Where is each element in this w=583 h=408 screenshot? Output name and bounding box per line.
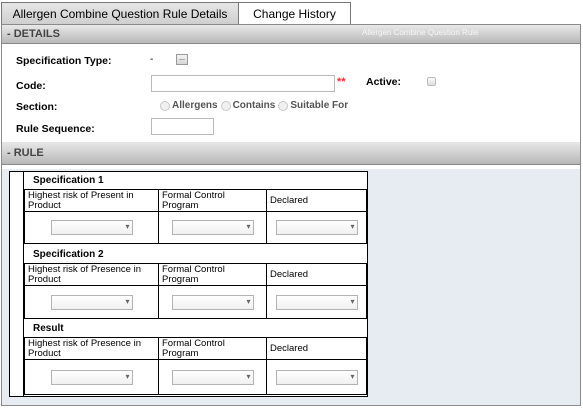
specification-2-table: Highest risk of Presence in Product Form… xyxy=(24,263,367,319)
rule-grid-gutter xyxy=(10,172,24,396)
result-control-select[interactable] xyxy=(171,369,254,385)
spec1-declared-select[interactable] xyxy=(275,220,358,235)
result-declared-select[interactable] xyxy=(275,369,358,385)
rule-header-label: - RULE xyxy=(7,147,44,159)
section-option-contains-label: Contains xyxy=(232,100,276,111)
spec2-declared-cell xyxy=(266,285,367,319)
spec2-col-risk-header: Highest risk of Presence in Product xyxy=(24,263,159,286)
spec2-col-control-header: Formal Control Program xyxy=(158,263,267,286)
spec1-col-risk-header: Highest risk of Present in Product xyxy=(24,189,159,212)
spec1-col-declared-header: Declared xyxy=(266,189,367,212)
spec2-control-select[interactable] xyxy=(171,294,254,310)
section-option-suitable-for-label: Suitable For xyxy=(290,100,349,111)
specification-2-title: Specification 2 xyxy=(33,249,104,260)
rule-sequence-input[interactable] xyxy=(151,118,214,135)
spec1-risk-select[interactable] xyxy=(50,220,133,235)
code-input[interactable] xyxy=(151,75,335,92)
result-title: Result xyxy=(33,323,64,334)
spec2-declared-select[interactable] xyxy=(275,294,358,310)
rule-sequence-label: Rule Sequence: xyxy=(16,123,95,135)
spec2-col-declared-header: Declared xyxy=(266,263,367,286)
result-risk-select[interactable] xyxy=(50,369,133,385)
active-label: Active: xyxy=(366,76,402,88)
section-label: Section: xyxy=(16,101,58,113)
spec1-declared-cell xyxy=(266,211,367,244)
specification-1-title: Specification 1 xyxy=(33,175,104,186)
spec1-col-control-header: Formal Control Program xyxy=(158,189,267,212)
spec2-risk-cell xyxy=(24,285,159,319)
rule-grid-container: Specification 1 Highest risk of Present … xyxy=(9,171,368,397)
result-declared-cell xyxy=(266,359,367,395)
specification-type-value: - xyxy=(150,54,154,65)
section-radio-contains[interactable] xyxy=(220,100,231,111)
spec2-risk-select[interactable] xyxy=(50,294,133,310)
details-section-header[interactable]: - DETAILS Allergen Combine Question Rule xyxy=(2,25,580,44)
spec1-control-select[interactable] xyxy=(171,220,254,235)
specification-1-table: Highest risk of Present in Product Forma… xyxy=(24,189,367,244)
tab-change-history[interactable]: Change History xyxy=(238,2,351,24)
rule-panel: Specification 1 Highest risk of Present … xyxy=(2,169,580,405)
spec2-control-cell xyxy=(158,285,267,319)
form-frame: - DETAILS Allergen Combine Question Rule… xyxy=(1,24,581,406)
result-col-control-header: Formal Control Program xyxy=(158,337,267,360)
details-header-label: - DETAILS xyxy=(7,28,60,40)
code-label: Code: xyxy=(16,80,46,92)
result-col-declared-header: Declared xyxy=(266,337,367,360)
specification-type-picker-button[interactable]: ... xyxy=(176,54,188,65)
result-control-cell xyxy=(158,359,267,395)
spec1-control-cell xyxy=(158,211,267,244)
section-radio-allergens[interactable] xyxy=(160,100,170,111)
spec1-risk-cell xyxy=(24,211,159,244)
section-option-allergens-label: Allergens xyxy=(172,100,218,111)
code-required-indicator: ** xyxy=(337,76,346,88)
result-table: Highest risk of Presence in Product Form… xyxy=(24,337,367,395)
specification-type-label: Specification Type: xyxy=(16,55,112,67)
result-col-risk-header: Highest risk of Presence in Product xyxy=(24,337,159,360)
tab-strip: Allergen Combine Question Rule Details C… xyxy=(1,2,351,24)
section-radio-suitable-for[interactable] xyxy=(278,100,289,111)
tab-rule-details[interactable]: Allergen Combine Question Rule Details xyxy=(1,2,239,24)
result-risk-cell xyxy=(24,359,159,395)
section-radio-group: Allergens Contains Suitable For xyxy=(160,100,351,111)
rule-section-header[interactable]: - RULE xyxy=(2,142,580,165)
active-checkbox[interactable] xyxy=(427,77,436,86)
details-header-ghost-text: Allergen Combine Question Rule xyxy=(362,28,479,37)
